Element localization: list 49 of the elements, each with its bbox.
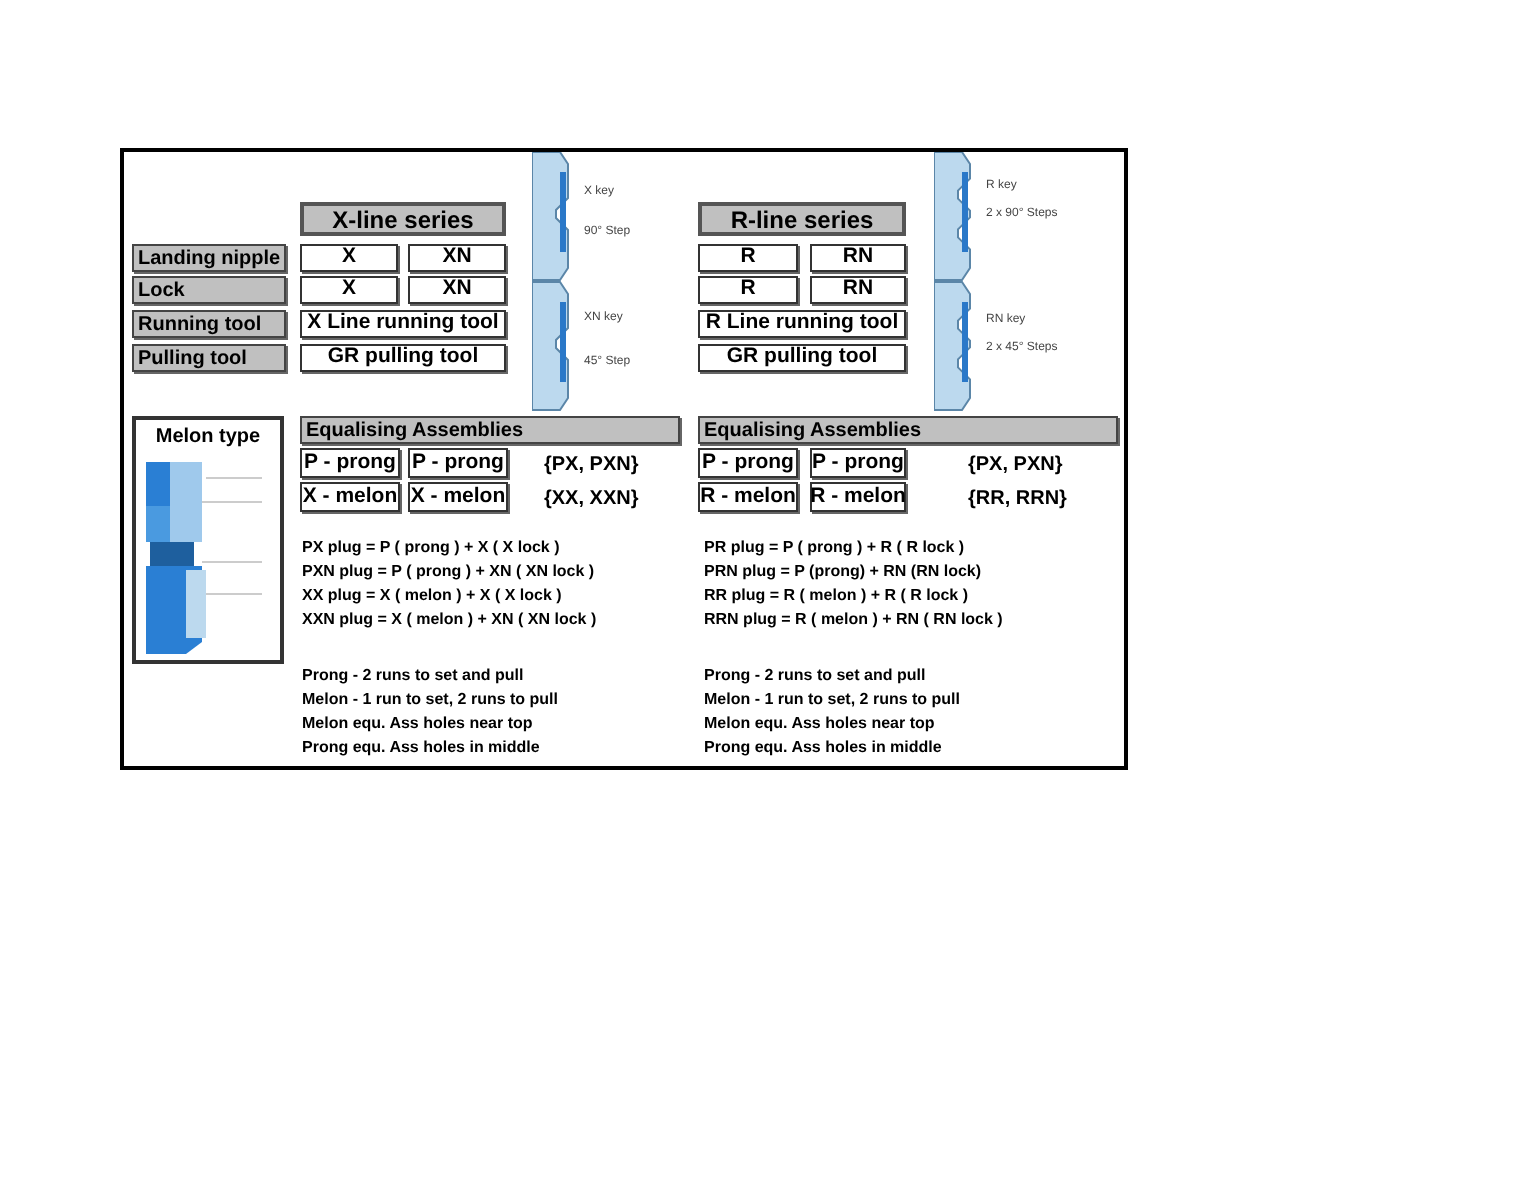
table-cell: R — [698, 276, 798, 304]
row-label: Lock — [132, 276, 286, 304]
table-cell: X — [300, 244, 398, 272]
series-header: X-line series — [300, 202, 506, 236]
note-text: RRN plug = R ( melon ) + RN ( RN lock ) — [704, 608, 1003, 632]
table-cell: XN — [408, 244, 506, 272]
melon-panel — [132, 416, 284, 664]
table-cell: GR pulling tool — [698, 344, 906, 372]
table-cell: GR pulling tool — [300, 344, 506, 372]
table-cell: P - prong — [300, 448, 400, 478]
set-label: {RR, RRN} — [968, 486, 1067, 514]
note-text: PR plug = P ( prong ) + R ( R lock ) — [704, 536, 965, 560]
note-text: PX plug = P ( prong ) + X ( X lock ) — [302, 536, 560, 560]
set-label: {XX, XXN} — [544, 486, 639, 514]
note-text: PXN plug = P ( prong ) + XN ( XN lock ) — [302, 560, 595, 584]
note-text: XXN plug = X ( melon ) + XN ( XN lock ) — [302, 608, 597, 632]
table-cell: RN — [810, 276, 906, 304]
note-text: Melon equ. Ass holes near top — [302, 712, 533, 736]
table-cell: R Line running tool — [698, 310, 906, 338]
row-label: Equalising Assemblies — [300, 416, 680, 444]
note-text: Melon equ. Ass holes near top — [704, 712, 935, 736]
series-header: R-line series — [698, 202, 906, 236]
note-text: Melon - 1 run to set, 2 runs to pull — [302, 688, 559, 712]
row-label: Landing nipple — [132, 244, 286, 272]
table-cell: P - prong — [408, 448, 508, 478]
table-cell: X - melon — [300, 482, 400, 512]
row-label: Running tool — [132, 310, 286, 338]
table-cell: X — [300, 276, 398, 304]
table-cell: R - melon — [698, 482, 798, 512]
note-text: Melon - 1 run to set, 2 runs to pull — [704, 688, 961, 712]
note-text: XX plug = X ( melon ) + X ( X lock ) — [302, 584, 562, 608]
table-cell: X - melon — [408, 482, 508, 512]
table-cell: R — [698, 244, 798, 272]
set-label: {PX, PXN} — [968, 452, 1063, 480]
note-text: Prong equ. Ass holes in middle — [302, 736, 540, 760]
note-text: Prong - 2 runs to set and pull — [704, 664, 926, 688]
table-cell: X Line running tool — [300, 310, 506, 338]
note-text: Prong - 2 runs to set and pull — [302, 664, 524, 688]
table-cell: RN — [810, 244, 906, 272]
panel-title: Melon type — [155, 424, 261, 452]
table-cell: P - prong — [810, 448, 906, 478]
table-cell: XN — [408, 276, 506, 304]
table-cell: P - prong — [698, 448, 798, 478]
note-text: RR plug = R ( melon ) + R ( R lock ) — [704, 584, 969, 608]
row-label: Equalising Assemblies — [698, 416, 1118, 444]
row-label: Pulling tool — [132, 344, 286, 372]
set-label: {PX, PXN} — [544, 452, 639, 480]
note-text: PRN plug = P (prong) + RN (RN lock) — [704, 560, 982, 584]
note-text: Prong equ. Ass holes in middle — [704, 736, 942, 760]
